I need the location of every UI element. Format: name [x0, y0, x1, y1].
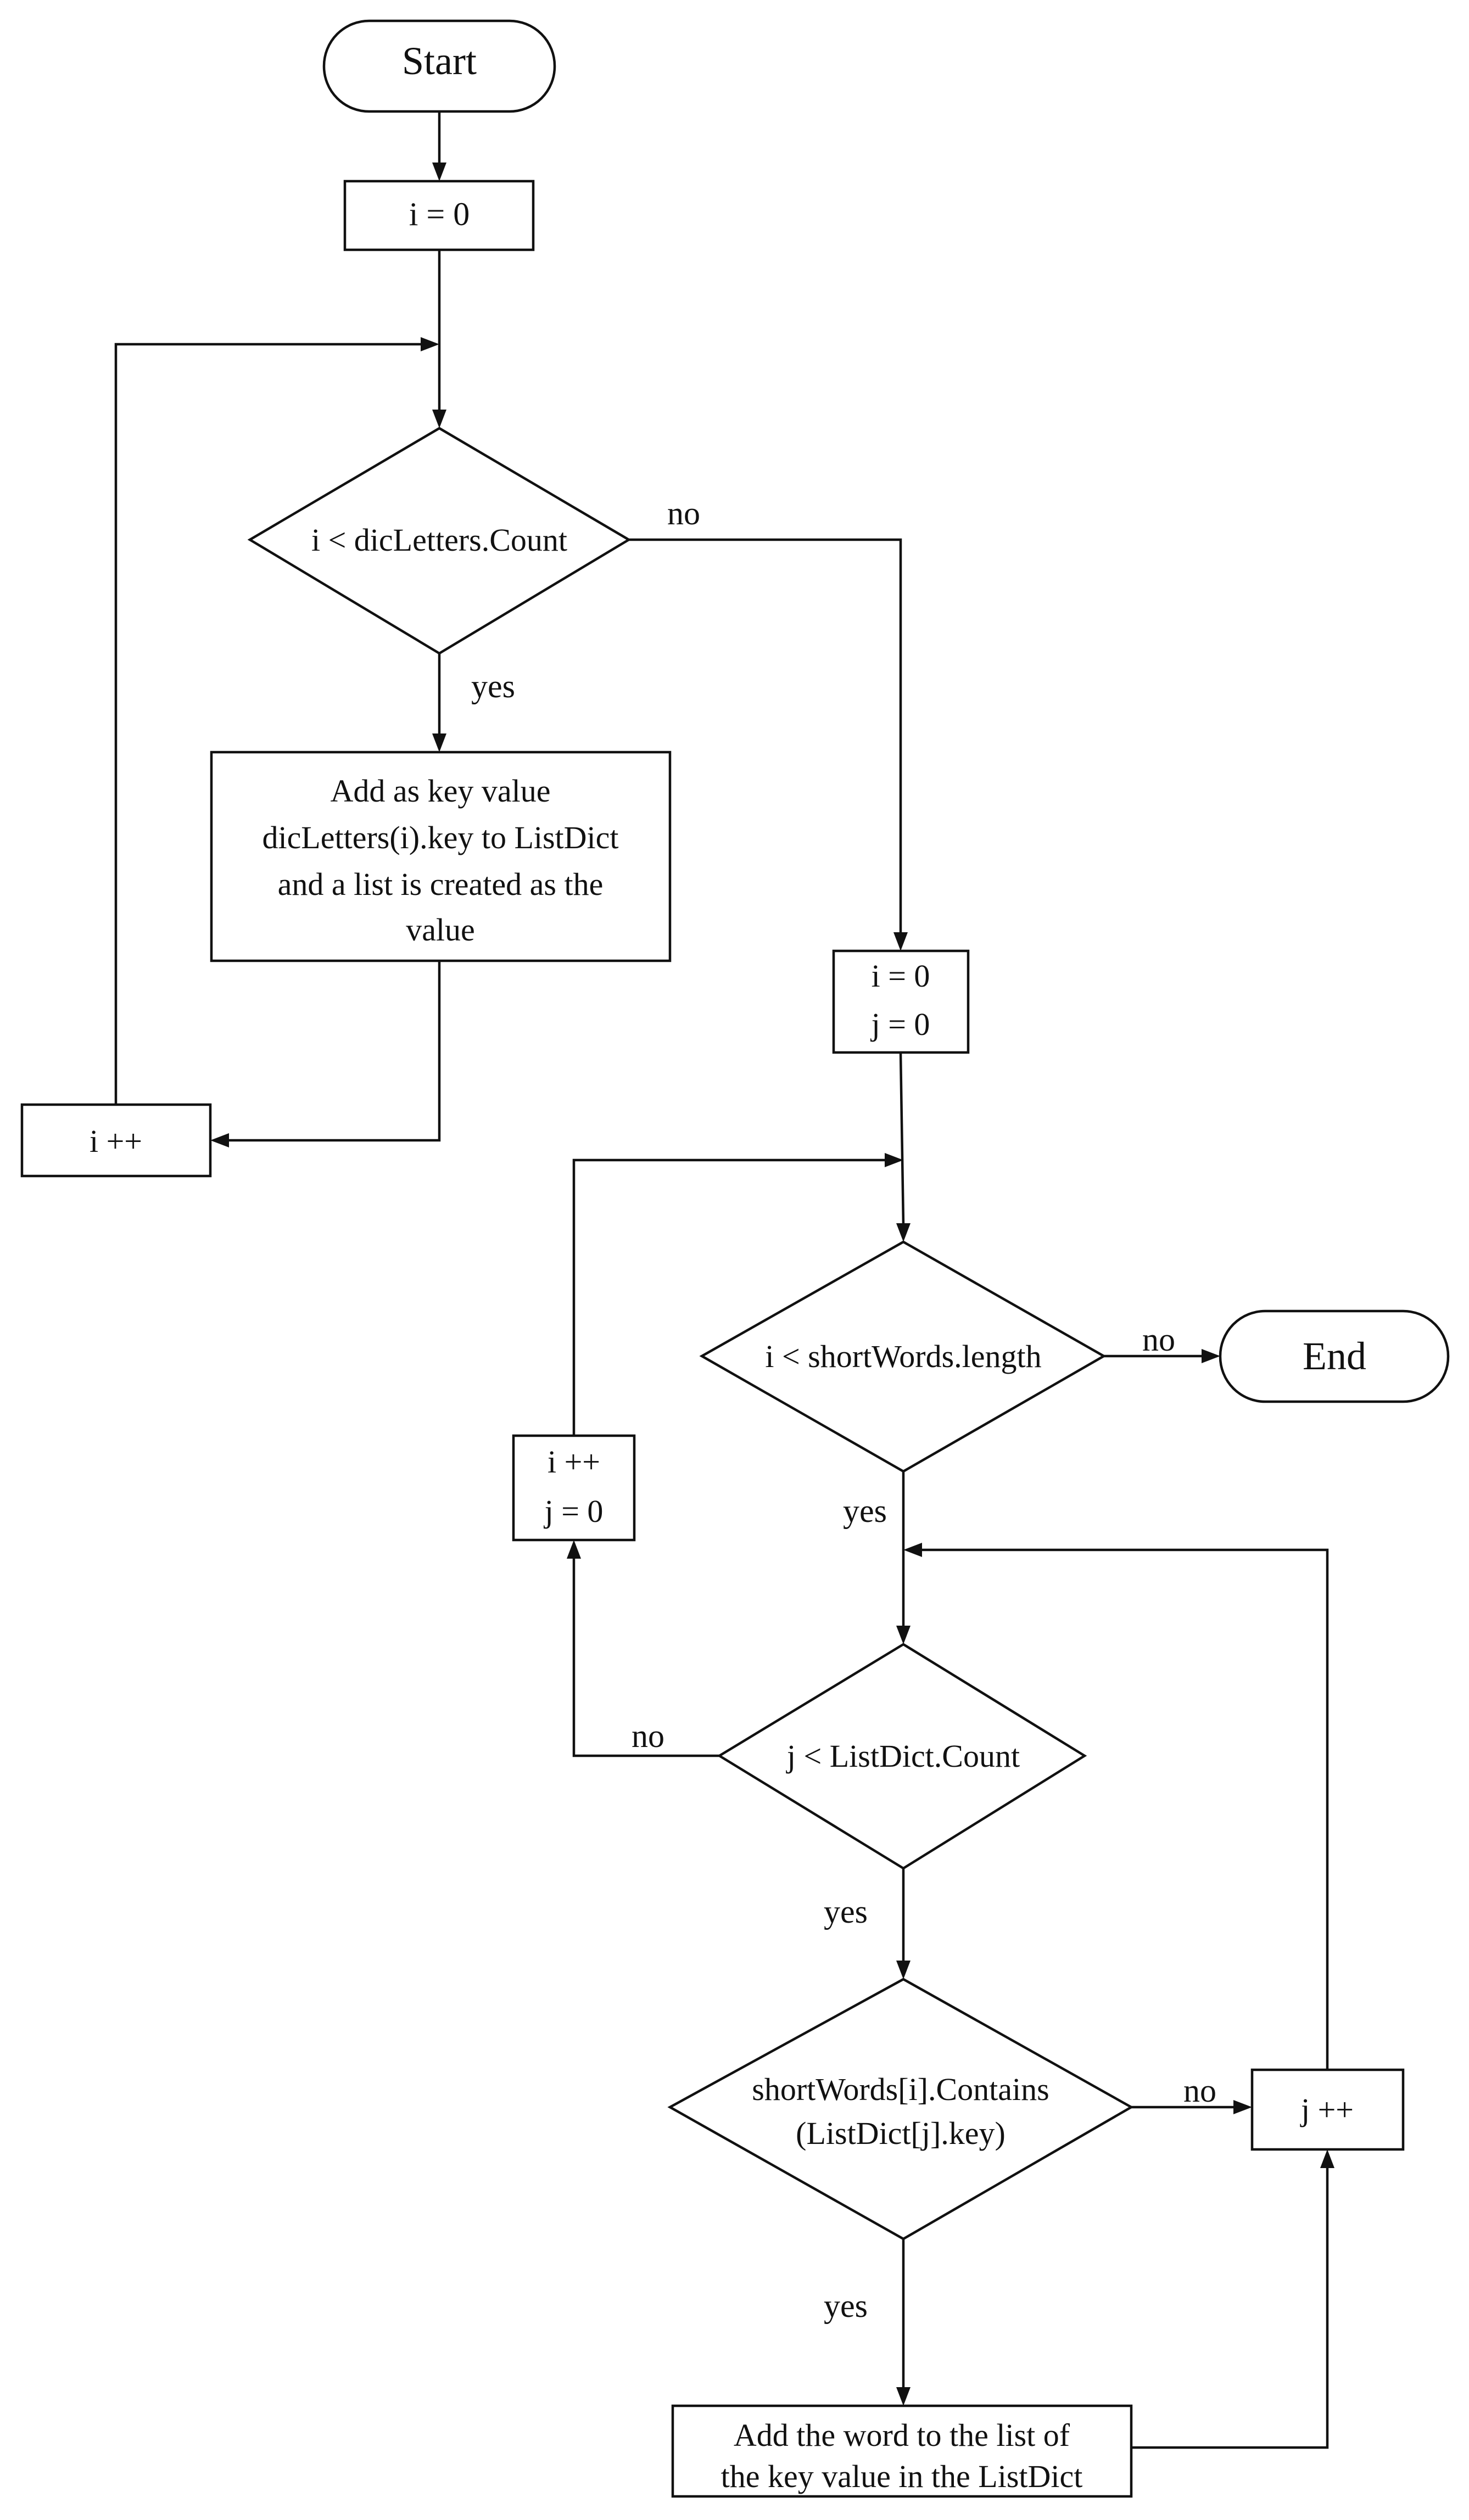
arrowhead-short-no [1202, 1349, 1220, 1363]
arrowhead-list-no [567, 1540, 581, 1559]
arrowhead-contains-yes [896, 2387, 911, 2406]
init-i-label: i = 0 [409, 196, 470, 232]
arrowhead-incij-loop [885, 1153, 903, 1167]
add-key-line-4: value [406, 912, 475, 948]
arrowhead-initij-short [896, 1223, 911, 1242]
init-ij-box [832, 949, 970, 1054]
add-word-box [671, 2404, 1133, 2498]
init-ij-line-2: j = 0 [870, 1006, 930, 1042]
end-label: End [1303, 1334, 1366, 1378]
inc-i-reset-j-line-2: j = 0 [544, 1493, 604, 1529]
short-no-label: no [1142, 1321, 1175, 1358]
arrowhead-init-dic [432, 410, 446, 428]
add-key-line-1: Add as key value [330, 773, 550, 809]
arrowhead-start-init [432, 163, 446, 181]
contains-line-2: (ListDict[j].key) [796, 2115, 1006, 2151]
contains-no-label: no [1183, 2073, 1216, 2109]
add-key-line-3: and a list is created as the [278, 866, 604, 902]
init-i-box [343, 180, 535, 251]
add-key-box [210, 751, 672, 962]
edge-initij-short [899, 1052, 905, 1226]
add-key-line-2: dicLetters(i).key to ListDict [262, 820, 618, 855]
dic-yes-label: yes [471, 668, 515, 704]
contains-yes-label: yes [824, 2288, 868, 2324]
short-yes-label: yes [843, 1493, 887, 1529]
arrowhead-list-yes [896, 1961, 911, 1979]
list-yes-label: yes [824, 1894, 868, 1930]
arrowhead-inc-loop [421, 337, 439, 351]
arrowhead-contains-no [1233, 2100, 1252, 2114]
short-length-label: i < shortWords.length [765, 1339, 1041, 1374]
arrowhead-addkey-inc [210, 1133, 229, 1147]
contains-line-1: shortWords[i].Contains [752, 2071, 1049, 2107]
arrowhead-short-yes [896, 1626, 911, 1644]
dic-count-label: i < dicLetters.Count [311, 522, 567, 558]
edge-incij-loop [572, 1158, 887, 1436]
arrowhead-incj-loop [903, 1543, 922, 1557]
inc-j-label: j ++ [1300, 2092, 1354, 2127]
arrowhead-dic-no [893, 932, 908, 951]
add-word-line-1: Add the word to the list of [734, 2417, 1070, 2453]
arrowhead-dic-yes [432, 733, 446, 752]
list-no-label: no [632, 1718, 664, 1754]
inc-i-reset-j-line-1: i ++ [548, 1444, 600, 1480]
inc-i-label: i ++ [90, 1123, 142, 1159]
contains-decision [667, 1978, 1134, 2241]
edge-incj-loop [920, 1548, 1329, 2070]
edge-inc-loop [114, 343, 423, 1105]
dic-no-label: no [667, 495, 700, 531]
end-terminal [1219, 1309, 1450, 1403]
start-label: Start [402, 39, 477, 83]
inc-i-reset-j-box [512, 1434, 636, 1542]
edge-addword-incj [1131, 2166, 1329, 2449]
arrowhead-addword-incj [1320, 2149, 1334, 2168]
add-word-line-2: the key value in the ListDict [721, 2459, 1083, 2494]
edge-list-no [572, 1556, 719, 1757]
init-ij-line-1: i = 0 [872, 958, 930, 994]
edge-addkey-inc [227, 961, 441, 1142]
edge-dic-no [629, 538, 902, 934]
list-count-label: j < ListDict.Count [786, 1738, 1020, 1774]
inc-j-box [1250, 2068, 1405, 2151]
